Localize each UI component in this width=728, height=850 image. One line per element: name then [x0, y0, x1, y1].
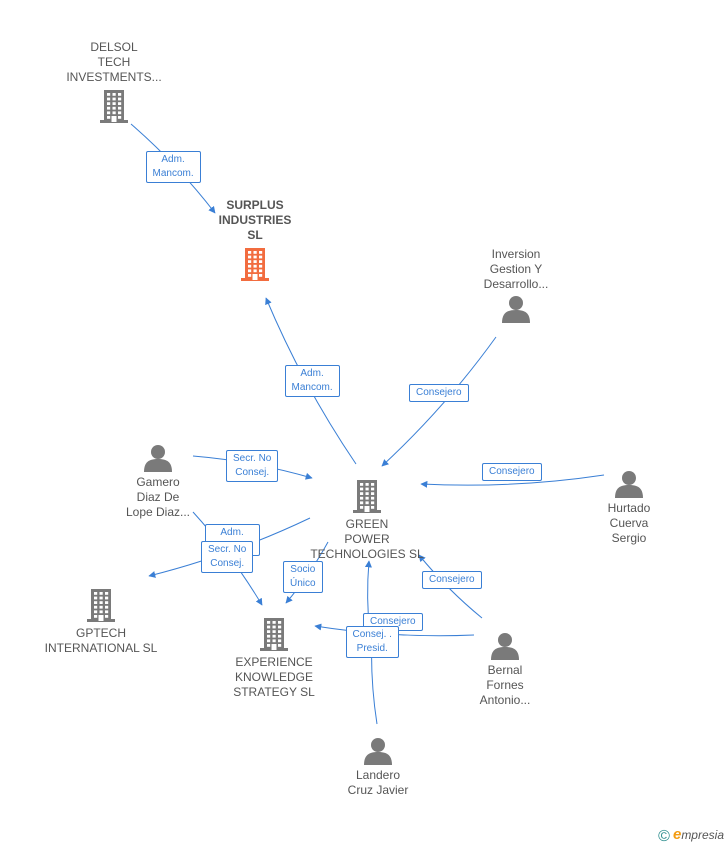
node-label: DELSOL TECH INVESTMENTS... [66, 40, 162, 84]
node-label: Gamero Diaz De Lope Diaz... [125, 475, 191, 519]
node-delsol[interactable]: DELSOL TECH INVESTMENTS... [44, 40, 184, 127]
node-hurtado[interactable]: Hurtado Cuerva Sergio [559, 467, 699, 546]
relation-label[interactable]: Consej. . Presid. [345, 626, 399, 658]
node-surplus[interactable]: SURPLUS INDUSTRIES SL [185, 198, 325, 285]
relation-label[interactable]: Consejero [482, 463, 542, 481]
building-icon [353, 480, 381, 513]
node-label: Hurtado Cuerva Sergio [607, 501, 651, 545]
node-gptech[interactable]: GPTECH INTERNATIONAL SL [31, 584, 171, 656]
relation-label[interactable]: Adm. Mancom. [145, 151, 201, 183]
node-experience[interactable]: EXPERIENCE KNOWLEDGE STRATEGY SL [204, 613, 344, 700]
brand-initial: e [672, 826, 682, 843]
building-icon [260, 618, 288, 651]
brand-logo: ©empresia [658, 826, 724, 846]
edge-inversion-to-green [381, 336, 497, 467]
relation-label[interactable]: Consejero [422, 571, 482, 589]
edge-hurtado-to-green [420, 474, 605, 488]
node-label: Landero Cruz Javier [347, 768, 409, 797]
node-label: EXPERIENCE KNOWLEDGE STRATEGY SL [233, 655, 315, 699]
relation-label[interactable]: Secr. No Consej. [201, 541, 254, 573]
relation-label[interactable]: Consejero [409, 384, 469, 402]
building-icon [100, 90, 128, 123]
node-green[interactable]: GREEN POWER TECHNOLOGIES SL [297, 475, 437, 562]
person-icon [502, 296, 530, 323]
copyright-icon: © [658, 828, 670, 845]
relation-label[interactable]: Socio Único [283, 561, 323, 593]
building-icon [241, 248, 269, 281]
node-inversion[interactable]: Inversion Gestion Y Desarrollo... [446, 247, 586, 326]
node-label: GREEN POWER TECHNOLOGIES SL [310, 517, 424, 561]
relation-label[interactable]: Adm. Mancom. [284, 365, 340, 397]
node-label: GPTECH INTERNATIONAL SL [44, 626, 158, 655]
node-label: SURPLUS INDUSTRIES SL [218, 198, 292, 242]
building-icon [87, 589, 115, 622]
relation-label[interactable]: Secr. No Consej. [226, 450, 279, 482]
node-bernal[interactable]: Bernal Fornes Antonio... [435, 629, 575, 708]
node-label: Inversion Gestion Y Desarrollo... [483, 247, 549, 291]
person-icon [364, 738, 392, 765]
node-gamero[interactable]: Gamero Diaz De Lope Diaz... [88, 441, 228, 520]
person-icon [491, 633, 519, 660]
brand-name: mpresia [681, 828, 724, 842]
node-landero[interactable]: Landero Cruz Javier [308, 734, 448, 798]
person-icon [144, 445, 172, 472]
person-icon [615, 471, 643, 498]
node-label: Bernal Fornes Antonio... [479, 663, 531, 707]
